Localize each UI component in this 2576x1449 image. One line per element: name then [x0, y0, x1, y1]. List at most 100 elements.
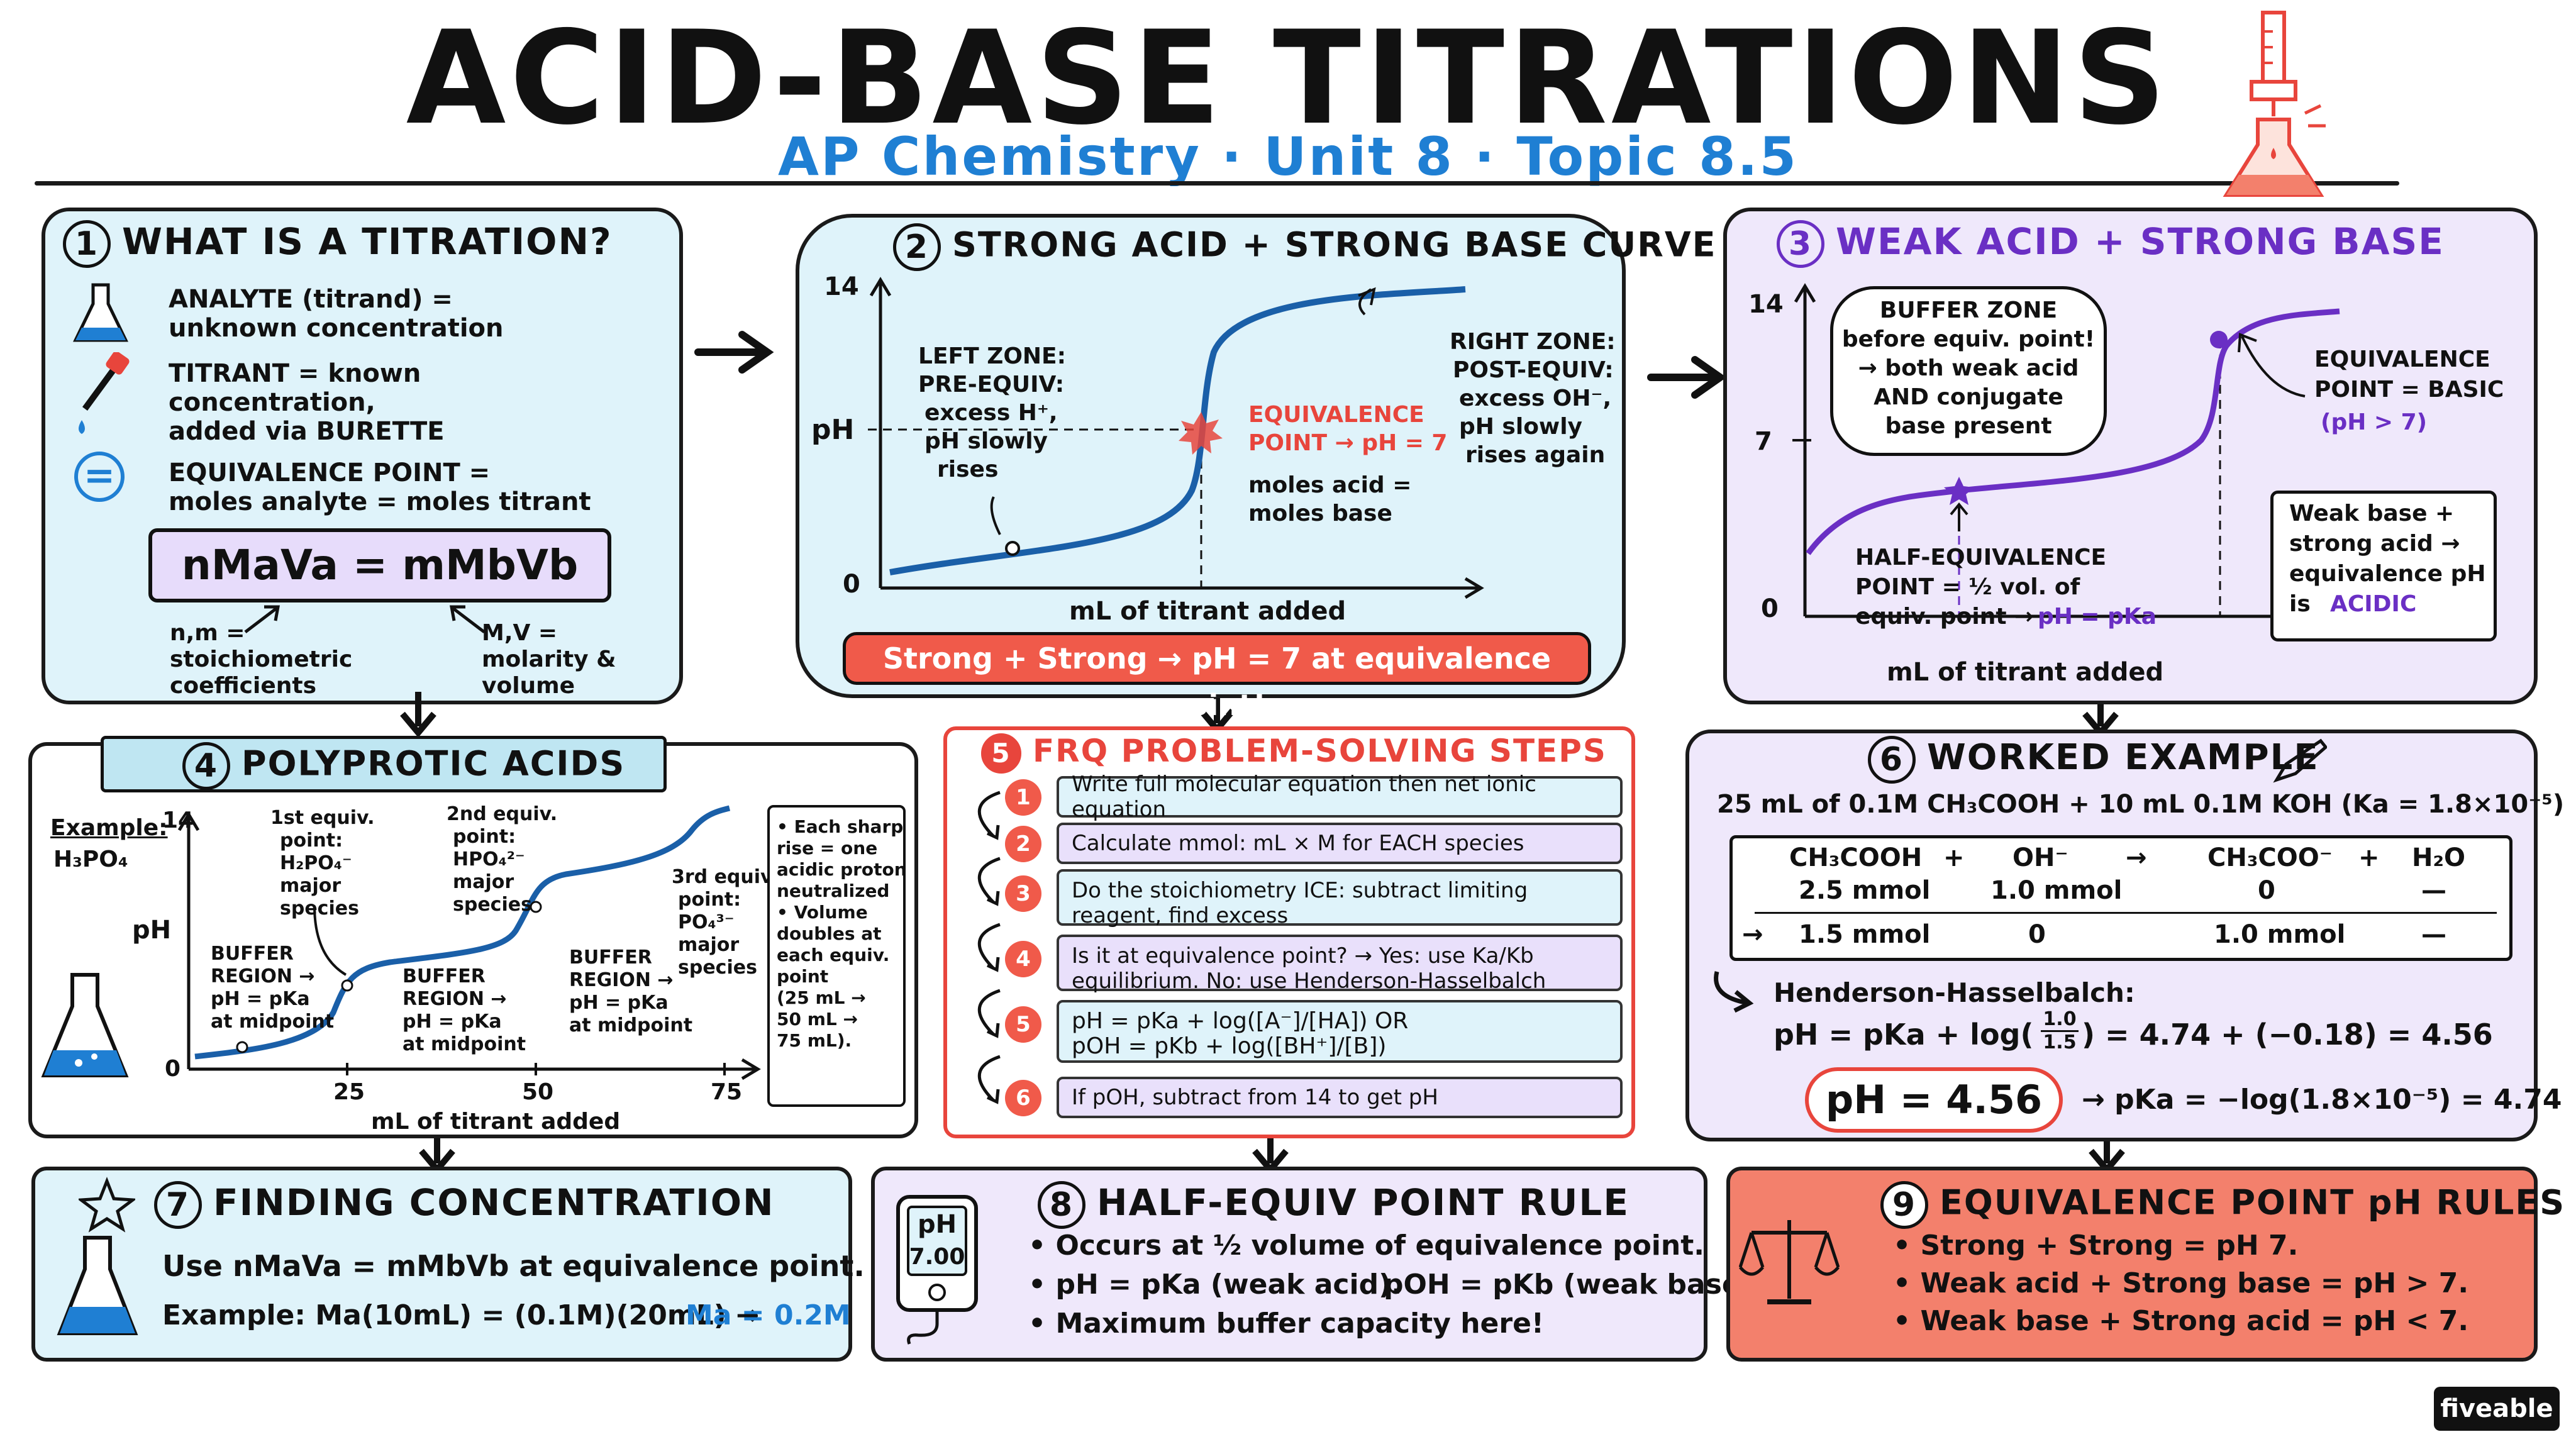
buffer1-4: at midpoint — [211, 1011, 335, 1033]
equiv1-5: species — [280, 897, 359, 919]
equiv1-2: point: — [280, 830, 343, 852]
note-mv: M,V = — [482, 620, 558, 646]
concentration-rule: Use nMaVa = mMbVb at equivalence point. — [162, 1249, 865, 1283]
ice-r3-1: 1.5 mmol — [1799, 920, 1931, 949]
polyprotic-notes-box — [767, 805, 906, 1107]
y-tick-14: 14 — [1748, 290, 1784, 319]
title-rule — [35, 181, 2399, 186]
equiv2-5: species — [453, 894, 532, 916]
y-tick-14: 14 — [824, 272, 859, 301]
right-zone-2: POST-EQUIV: — [1453, 357, 1614, 383]
step-1-number: 1 — [1005, 779, 1041, 816]
equiv1-1: 1st equiv. — [270, 807, 375, 829]
half-equiv-1: HALF-EQUIVALENCE — [1855, 545, 2107, 570]
dropper-icon — [79, 352, 130, 434]
step-4: Is it at equivalence point? → Yes: use K… — [1057, 935, 1623, 994]
titration-formula: nMaVa = mMbVb — [148, 528, 611, 602]
right-zone-4: pH slowly — [1459, 414, 1582, 440]
flask-icon — [57, 1236, 138, 1335]
buffer3-1: BUFFER — [569, 947, 652, 969]
pencil-icon — [2273, 738, 2327, 783]
titrant-label: TITRANT = known — [169, 359, 421, 388]
weak-equiv-3: (pH > 7) — [2321, 409, 2428, 435]
note-nm-3: coefficients — [170, 673, 316, 699]
note-mv-3: volume — [482, 673, 575, 699]
equiv-label: EQUIVALENCE POINT = — [169, 458, 491, 487]
equiv-label-1: EQUIVALENCE — [1248, 402, 1424, 428]
buffer-text-1: BUFFER ZONE — [1879, 297, 2058, 323]
step-2-number: 2 — [1005, 826, 1041, 862]
right-zone-5: rises again — [1465, 442, 1606, 468]
weak-equiv-2: POINT = BASIC — [2314, 377, 2504, 402]
half-equiv-2: POINT = ½ vol. of — [1855, 574, 2080, 600]
ice-divider — [1755, 912, 2497, 914]
buffer-text-3: → both weak acid — [1858, 355, 2079, 381]
half-equiv-4: pH = pKa — [2038, 604, 2157, 630]
titrant-desc-1: concentration, — [169, 388, 375, 417]
weak-base-2: strong acid → — [2289, 531, 2460, 557]
example-label: Example: — [50, 815, 168, 841]
ice-h5: CH₃COO⁻ — [2207, 843, 2333, 872]
step-6: If pOH, subtract from 14 to get pH — [1057, 1077, 1623, 1118]
equiv2-1: 2nd equiv. — [447, 803, 558, 825]
half-bullet-3: • Maximum buffer capacity here! — [1028, 1307, 1544, 1340]
left-zone-1: LEFT ZONE: — [918, 343, 1067, 369]
buffer1-2: REGION → — [211, 965, 315, 987]
ice-r2-1: 2.5 mmol — [1799, 876, 1931, 905]
page-subtitle: AP Chemistry · Unit 8 · Topic 8.5 — [778, 126, 1798, 187]
weak-base-acidic: ACIDIC — [2330, 591, 2417, 617]
x-axis-label: mL of titrant added — [1887, 658, 2164, 687]
ice-r2-2: 1.0 mmol — [1990, 876, 2123, 905]
hh-equation-end: ) = 4.74 + (−0.18) = 4.56 — [2082, 1018, 2493, 1052]
ice-h4: → — [2126, 843, 2147, 872]
equiv-rule-3: • Weak base + Strong acid = pH < 7. — [1893, 1305, 2469, 1337]
meter-value: 7.00 — [909, 1244, 965, 1270]
meter-label: pH — [917, 1210, 957, 1239]
ice-r2-3: 0 — [2258, 876, 2275, 905]
ice-h7: H₂O — [2412, 843, 2465, 872]
y-tick-0: 0 — [843, 570, 860, 599]
strong-strong-chart — [868, 277, 1484, 599]
step-4-number: 4 — [1005, 941, 1041, 977]
equiv3-4: major — [678, 934, 740, 956]
flow-arrow-1-2 — [694, 331, 774, 374]
analyte-desc: unknown concentration — [169, 314, 504, 343]
y-tick-14: 14 — [162, 808, 194, 833]
half-bullet-2b: pOH = pKb (weak base). — [1384, 1269, 1764, 1301]
equiv2-4: major — [453, 871, 514, 893]
ice-table — [1729, 835, 2512, 961]
page-title: ACID-BASE TITRATIONS — [406, 4, 2170, 153]
buffer-text-5: base present — [1885, 413, 2052, 439]
pka-calc: → pKa = −log(1.8×10⁻⁵) = 4.74 — [2082, 1084, 2562, 1116]
x-tick-75: 75 — [711, 1079, 743, 1105]
buffer3-4: at midpoint — [569, 1014, 693, 1036]
steps-flow-arrows — [977, 791, 1001, 1104]
y-tick-0: 0 — [165, 1056, 181, 1082]
balance-scale-icon — [1739, 1220, 1840, 1304]
strong-strong-banner: Strong + Strong → pH = 7 at equivalence … — [843, 632, 1591, 722]
step-6-number: 6 — [1005, 1080, 1041, 1116]
polyprotic-chart — [177, 805, 761, 1080]
equiv2-3: HPO₄²⁻ — [453, 848, 525, 870]
x-tick-50: 50 — [522, 1079, 554, 1105]
left-zone-2: PRE-EQUIV: — [918, 372, 1065, 397]
panel-equiv-ph-rules — [1726, 1167, 2538, 1362]
y-axis-label: pH — [132, 916, 172, 945]
concentration-example: Example: Ma(10mL) = (0.1M)(20mL) → — [162, 1299, 760, 1331]
buffer2-3: pH = pKa — [402, 1011, 502, 1033]
arrow-up-left-icon — [450, 605, 486, 633]
left-zone-4: pH slowly — [924, 428, 1048, 454]
flow-arrow-2-3 — [1647, 356, 1727, 399]
ice-h6: + — [2358, 843, 2380, 872]
weak-strong-chart — [1792, 283, 2377, 628]
note-nm: n,m = — [170, 620, 245, 646]
panel-what-is-titration — [42, 208, 683, 704]
equiv-rule-1: • Strong + Strong = pH 7. — [1893, 1230, 2299, 1262]
worked-problem: 25 mL of 0.1M CH₃COOH + 10 mL 0.1M KOH (… — [1717, 790, 2565, 819]
weak-base-1: Weak base + — [2289, 501, 2455, 526]
